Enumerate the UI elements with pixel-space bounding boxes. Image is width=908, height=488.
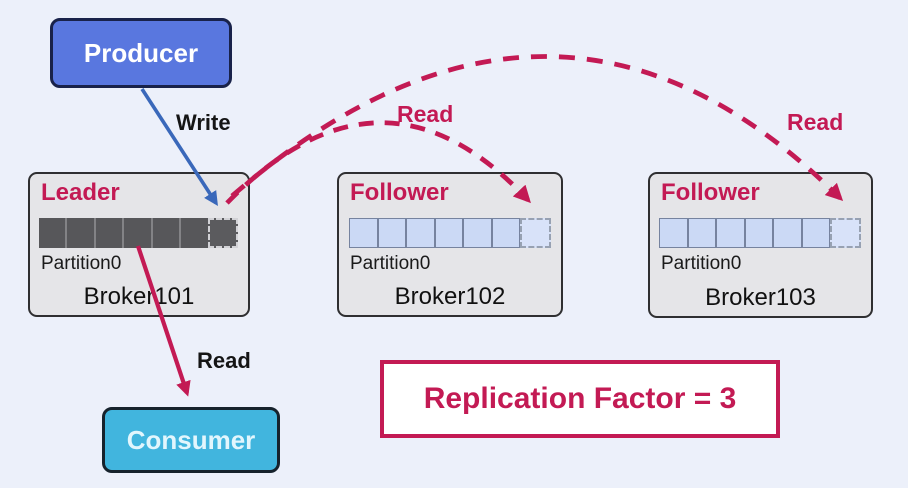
partition-bar (39, 218, 238, 248)
partition-cell (181, 218, 208, 248)
broker-role-label: Follower (661, 179, 760, 206)
read-follower2-edge-label: Read (787, 109, 844, 135)
broker-name: Broker101 (83, 283, 195, 310)
partition-cell-pending (207, 218, 238, 248)
partition-label: Partition0 (661, 253, 742, 274)
partition-bar (349, 218, 552, 248)
broker-103-box: Follower Partition0 Broker103 (648, 172, 873, 318)
partition-cell (463, 218, 492, 248)
broker-name: Broker103 (705, 284, 816, 311)
partition-cell (659, 218, 688, 248)
read-consumer-edge-label: Read (197, 348, 251, 373)
partition-label: Partition0 (350, 253, 431, 274)
partition-cell (39, 218, 68, 248)
partition-label: Partition0 (41, 253, 122, 274)
broker-name: Broker102 (394, 283, 506, 310)
partition-cell (377, 218, 407, 248)
partition-cell (95, 218, 125, 248)
partition-cell (801, 218, 831, 248)
broker-101-box: Leader Partition0 Broker101 (28, 172, 250, 317)
partition-cell (67, 218, 96, 248)
write-edge-label: Write (176, 110, 231, 135)
partition-cell (124, 218, 153, 248)
partition-cell (744, 218, 774, 248)
partition-bar (659, 218, 862, 248)
partition-cell (406, 218, 435, 248)
replication-factor-banner: Replication Factor = 3 (380, 360, 780, 438)
partition-cell (687, 218, 717, 248)
producer-box: Producer (50, 18, 232, 88)
partition-cell (491, 218, 521, 248)
broker-role-label: Leader (41, 179, 120, 206)
producer-label: Producer (83, 37, 199, 68)
partition-cell (716, 218, 745, 248)
partition-cell (152, 218, 182, 248)
consumer-label: Consumer (126, 424, 256, 455)
broker-role-label: Follower (350, 179, 449, 206)
replication-factor-text: Replication Factor = 3 (423, 382, 737, 415)
partition-cell-pending (520, 218, 552, 248)
partition-cell-pending (830, 218, 862, 248)
partition-cell (349, 218, 378, 248)
broker-102-box: Follower Partition0 Broker102 (337, 172, 563, 317)
consumer-box: Consumer (102, 407, 280, 473)
read-follower1-edge-label: Read (397, 101, 454, 127)
partition-cell (434, 218, 464, 248)
partition-cell (773, 218, 802, 248)
